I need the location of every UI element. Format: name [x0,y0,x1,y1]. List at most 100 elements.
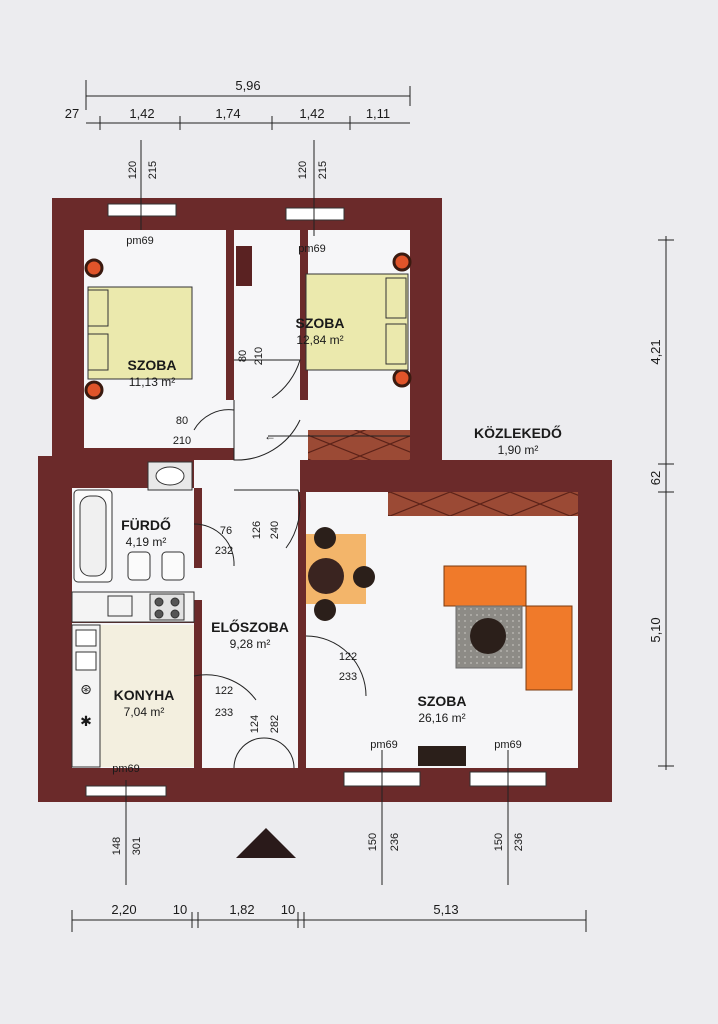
kitchen-counter-side [71,624,101,768]
window-tag-1: pm69 [126,235,154,247]
corridor-hatch-lower [388,492,578,516]
door-height-kitchen: 233 [215,707,233,719]
pillow [385,323,407,365]
door-height-bed1: 210 [173,435,191,447]
wall-hall-left [194,600,202,768]
room-area-kitchen: 7,04 m² [124,705,165,719]
door-width-living: 122 [339,651,357,663]
bathroom-fixtures [73,461,193,583]
room-name-bedroom2: SZOBA [296,315,345,331]
dim-top-seg-3: 1,42 [299,106,324,121]
door-swings [193,359,410,769]
dim-top-seg-2: 1,74 [215,106,240,121]
window-height-4: 236 [389,833,401,851]
room-name-kitchen: KONYHA [114,687,175,703]
room-name-bedroom1: SZOBA [128,357,177,373]
wall-bath-right [194,488,202,568]
door-height-hall: 210 [253,347,265,365]
top-dimension-chain [85,80,411,130]
door-hall-upper [233,400,301,461]
door-width-bed1: 80 [176,415,188,427]
door-height-entry: 282 [269,715,281,733]
door-height-hall-mid: 240 [269,521,281,539]
wall-left-lower [38,488,72,802]
dim-top-total: 5,96 [235,78,260,93]
dim-bottom-seg-3: 10 [281,902,295,917]
window-height-5: 236 [513,833,525,851]
dim-top-seg-4: 1,11 [366,106,390,121]
window-height-1: 215 [147,161,159,179]
right-dimension-chain [658,236,674,770]
door-width-kitchen: 122 [215,685,233,697]
fridge-icon: ✱ [80,713,92,729]
bed-2 [305,273,409,371]
room-area-corridor: 1,90 m² [498,443,539,457]
dining-plant [308,558,344,594]
room-area-hall: 9,28 m² [230,637,271,651]
window-height-3: 301 [131,837,143,855]
pillow [87,289,109,327]
coffee-table [470,618,506,654]
kitchen-sink [107,595,133,617]
wall-bed2-left [300,230,308,400]
door-bath [193,523,235,567]
room-area-bedroom1: 11,13 m² [129,375,175,389]
pillow [385,277,407,319]
sink-basin [155,466,185,486]
door-hall-mid [234,489,301,549]
room-name-hall: ELŐSZOBA [211,618,289,635]
living-furniture [306,527,573,766]
dim-right-seg-2: 5,10 [648,617,663,642]
dim-top-seg-0: 27 [65,106,79,121]
room-area-bedroom2: 12,84 m² [296,333,343,347]
radiator-3 [392,252,412,272]
door-height-living: 233 [339,671,357,683]
entrance-arrow-icon [236,828,296,858]
window-tag-5: pm69 [494,739,522,751]
wall-bed1-bottom [84,448,234,460]
corridor-arrow-icon: ← [264,429,276,443]
wall-top-join [230,198,250,204]
window-sill-3: 148 [111,837,123,855]
toilet [127,551,151,581]
wall-left-upper [52,198,84,488]
tv-unit [418,746,466,766]
window-tag-2: pm69 [298,243,326,255]
door-width-bath: 76 [220,525,232,537]
dishwasher [75,629,97,647]
dim-bottom-seg-2: 1,82 [229,902,254,917]
window-height-2: 215 [317,161,329,179]
window-sill-2: 120 [297,161,309,179]
wall-right-lower [578,460,612,802]
door-width-hall-mid: 126 [251,521,263,539]
bed-1 [87,286,193,380]
door-height-bath: 232 [215,545,233,557]
chair [314,599,336,621]
dim-bottom-seg-1: 10 [173,902,187,917]
pillow [87,333,109,371]
window-dim-lines [125,140,509,885]
outer-walls [38,198,612,802]
dim-bottom-seg-4: 5,13 [433,902,458,917]
chair [353,566,375,588]
room-area-living: 26,16 m² [418,711,465,725]
dim-top-seg-1: 1,42 [129,106,154,121]
radiator-2 [84,380,104,400]
closet [236,246,252,286]
wall-right-upper [410,210,442,468]
door-bed2 [234,359,301,399]
radiator-1 [84,258,104,278]
washing-machine-icon: ⊛ [80,681,92,697]
window-tag-3: pm69 [112,763,140,775]
wall-right-step [300,460,612,492]
sofa-side [525,605,573,691]
bathtub-inner [79,495,107,577]
corridor-hatch-upper [308,430,410,460]
wall-hall-right [298,492,306,768]
door-width-hall: 80 [237,350,249,362]
door-entry [233,737,295,769]
door-living [305,635,367,697]
wall-bed1-right [226,230,234,400]
room-name-bathroom: FÜRDŐ [121,516,171,533]
